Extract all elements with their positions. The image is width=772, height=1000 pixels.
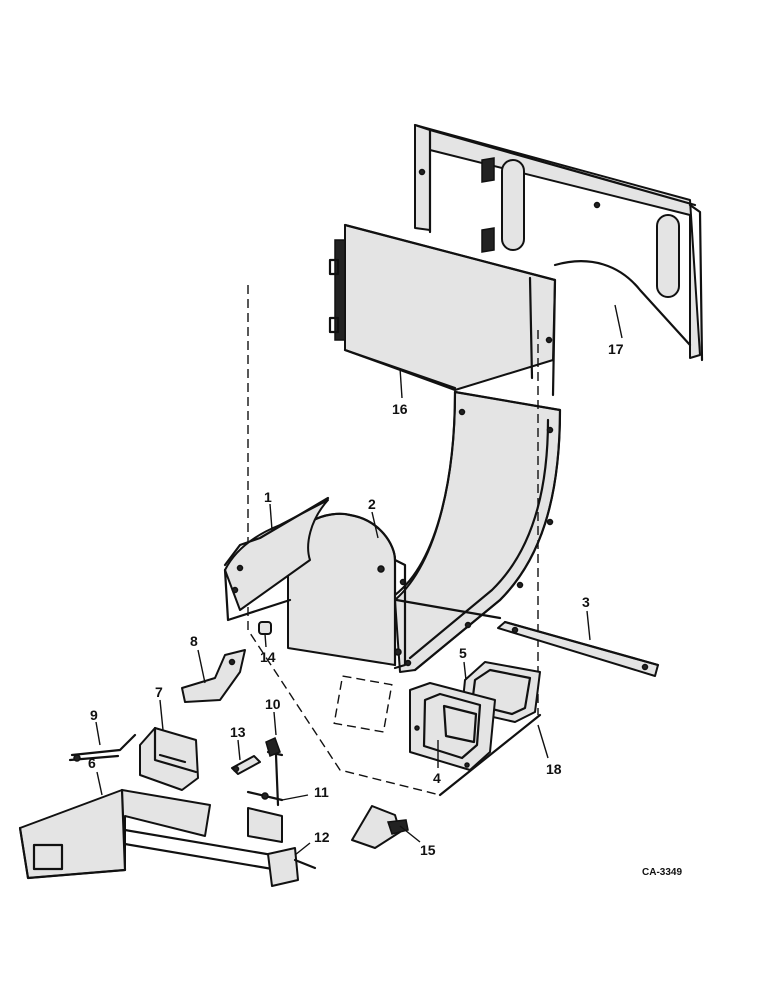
callout-2: 2 bbox=[368, 496, 376, 512]
part-6-tube-bracket bbox=[18, 771, 292, 880]
callout-18: 18 bbox=[546, 761, 562, 777]
callout-7: 7 bbox=[155, 684, 163, 700]
part-12-end-plate bbox=[267, 842, 317, 887]
callout-8: 8 bbox=[190, 633, 198, 649]
callout-4: 4 bbox=[433, 770, 441, 786]
callout-11: 11 bbox=[314, 784, 329, 800]
drawing-code: CA-3349 bbox=[642, 867, 682, 878]
part-8-bracket bbox=[181, 649, 246, 703]
callout-5: 5 bbox=[459, 645, 467, 661]
callout-12: 12 bbox=[314, 829, 330, 845]
part-18-main-housing bbox=[247, 285, 562, 797]
part-17-rear-panel bbox=[413, 123, 704, 362]
part-15-bracket bbox=[351, 805, 421, 849]
callout-1: 1 bbox=[264, 489, 272, 505]
callout-14: 14 bbox=[260, 649, 276, 665]
part-9-clip bbox=[68, 721, 137, 762]
part-14-nut bbox=[258, 621, 272, 648]
callout-13: 13 bbox=[230, 724, 246, 740]
part-16-front-panel bbox=[328, 223, 557, 399]
part-11-latch bbox=[246, 790, 309, 843]
callout-15: 15 bbox=[420, 842, 436, 858]
part-7-box-bracket bbox=[139, 699, 199, 791]
part-10-pin bbox=[265, 711, 284, 807]
callout-labels: 1 2 3 4 5 6 7 8 9 10 11 12 13 14 15 16 1… bbox=[88, 341, 682, 878]
part-4-gasket bbox=[409, 682, 496, 771]
callout-6: 6 bbox=[88, 755, 96, 771]
part-13-link bbox=[231, 739, 261, 775]
callout-17: 17 bbox=[608, 341, 624, 357]
callout-10: 10 bbox=[265, 696, 281, 712]
callout-3: 3 bbox=[582, 594, 590, 610]
callout-9: 9 bbox=[90, 707, 98, 723]
part-3-bar bbox=[497, 610, 660, 677]
part-1-side-plate bbox=[223, 496, 330, 622]
callout-16: 16 bbox=[392, 401, 408, 417]
